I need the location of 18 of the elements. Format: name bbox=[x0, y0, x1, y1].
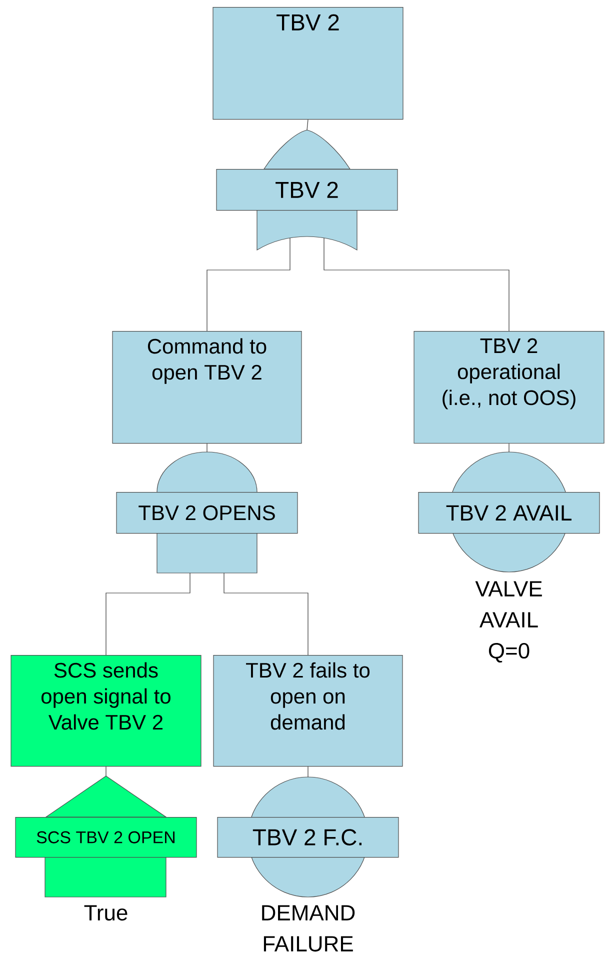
connector-line bbox=[206, 443, 208, 452]
connector-line bbox=[306, 119, 308, 130]
event-box: Command to open TBV 2 bbox=[112, 331, 302, 444]
connector-line bbox=[224, 572, 308, 656]
event-box: TBV 2 fails to open on demand bbox=[213, 655, 403, 767]
event-box: TBV 2 bbox=[212, 7, 404, 120]
event-caption: VALVE AVAIL Q=0 bbox=[475, 581, 542, 662]
and-gate: TBV 2 OPENS bbox=[116, 452, 298, 574]
connector-line bbox=[324, 238, 510, 332]
connector-line bbox=[508, 443, 510, 452]
or-gate: TBV 2 bbox=[216, 130, 398, 250]
house-event: SCS TBV 2 OPEN bbox=[15, 776, 197, 898]
event-caption: True bbox=[84, 905, 128, 921]
connector-line bbox=[206, 238, 290, 332]
connector-line bbox=[106, 572, 190, 656]
event-caption: DEMAND FAILURE bbox=[262, 905, 355, 952]
event-box: TBV 2 operational (i.e., not OOS) bbox=[414, 331, 604, 444]
event-box: SCS sends open signal to Valve TBV 2 bbox=[10, 655, 202, 767]
